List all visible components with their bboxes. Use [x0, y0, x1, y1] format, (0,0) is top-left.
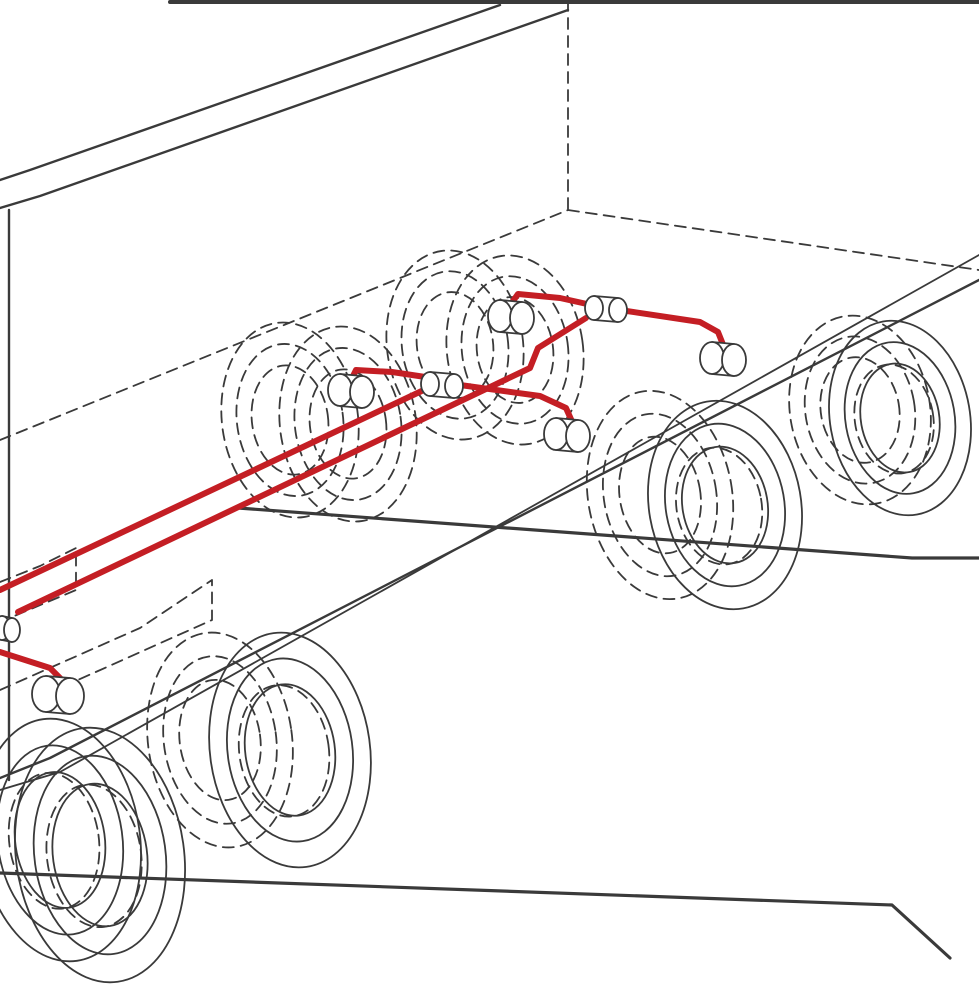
hub-inner-outline [45, 783, 143, 929]
chamber-end-near [608, 297, 628, 323]
rim-outline [460, 275, 570, 425]
tire-outline [385, 249, 525, 441]
chamber-end-far [327, 373, 353, 407]
chamber-end-far [699, 341, 725, 375]
tire-outline [14, 726, 186, 984]
rim-outline [803, 335, 917, 485]
hidden-floor-rear-edge [567, 209, 979, 271]
wheel-front-far-outer [445, 254, 585, 446]
tire-outline [828, 319, 972, 517]
rim-outline [293, 347, 403, 501]
wheel-rear-near-outer [647, 399, 803, 611]
wheel-rear-far-inner [220, 321, 360, 519]
rim-outline [400, 270, 510, 420]
wheel-rear-far-outer [278, 325, 418, 523]
hidden-edges [0, 0, 979, 691]
hub-outline [618, 435, 702, 555]
chamber-end-near [721, 343, 747, 377]
hub-inner-outline [675, 446, 764, 566]
rim-outline [225, 657, 355, 843]
brake-chamber-rear-right [699, 341, 747, 377]
chamber-end-near [55, 677, 85, 715]
hidden-bracket-upper [0, 547, 77, 623]
tire-outline [146, 631, 294, 849]
air-coupler-front [0, 615, 21, 643]
air-line-upper-main [0, 385, 431, 593]
air-line-lower-main [15, 315, 589, 615]
chamber-end-near [349, 375, 375, 409]
rim-outline [235, 343, 345, 497]
wheel-front-near-inner [788, 314, 932, 506]
chamber-end-near [565, 419, 591, 453]
body-side-lower-edge [0, 8, 570, 210]
hub-outline [178, 678, 262, 802]
chamber-end-near [3, 617, 21, 643]
brake-chambers [0, 295, 747, 715]
body-side-upper-edge [0, 3, 502, 182]
hub-outline [475, 296, 555, 404]
wheel-axle1-near-inner [0, 717, 142, 963]
air-valve-front [420, 371, 464, 399]
body-floor-front-edge [0, 278, 979, 780]
brake-chamber-front-right [543, 417, 591, 453]
hidden-floor-far-edge [0, 209, 569, 441]
rim-outline [664, 422, 786, 588]
air-line-rear-branch-right [617, 307, 729, 355]
tire-outline [220, 321, 360, 519]
wheel-axle1-far-outer [208, 631, 372, 869]
chamber-end-far [420, 371, 440, 397]
chamber-end-near [509, 301, 535, 335]
air-valve-rear [584, 295, 628, 323]
trailer-body [0, 0, 979, 960]
tire-outline [445, 254, 585, 446]
chamber-end-far [487, 299, 513, 333]
brake-chamber-axle1 [31, 675, 85, 715]
wheel-front-far-inner [385, 249, 525, 441]
hidden-bracket-lower [0, 579, 213, 691]
air-line-front-branch-right [457, 382, 577, 429]
brake-chamber-front-left [327, 373, 375, 409]
hub-inner-outline [7, 771, 101, 910]
rim-outline [843, 341, 957, 495]
ground-line-front [0, 871, 952, 960]
tire-outline [585, 389, 735, 601]
wheel-rear-near-inner [585, 389, 735, 601]
wheel-front-near-outer [828, 319, 972, 517]
tire-outline [278, 325, 418, 523]
chamber-end-far [543, 417, 569, 451]
tire-outline [647, 399, 803, 611]
rim-outline [601, 412, 719, 578]
hub-outline [308, 368, 388, 480]
tire-outline [208, 631, 372, 869]
hub-outline [859, 362, 941, 474]
chamber-end-far [584, 295, 604, 321]
wheel-axle1-near-outer [14, 726, 186, 984]
tire-outline [788, 314, 932, 506]
brake-chamber-rear-left [487, 299, 535, 335]
hub-outline [819, 356, 901, 464]
air-brake-lines [0, 291, 729, 687]
hub-inner-outline [853, 363, 935, 475]
tire-outline [0, 717, 142, 963]
hub-outline [250, 364, 330, 476]
ground-line-rear [236, 506, 979, 560]
wheel-set [0, 249, 972, 984]
chamber-end-near [444, 373, 464, 399]
hub-inner-outline [237, 684, 331, 818]
rim-outline [32, 754, 168, 956]
